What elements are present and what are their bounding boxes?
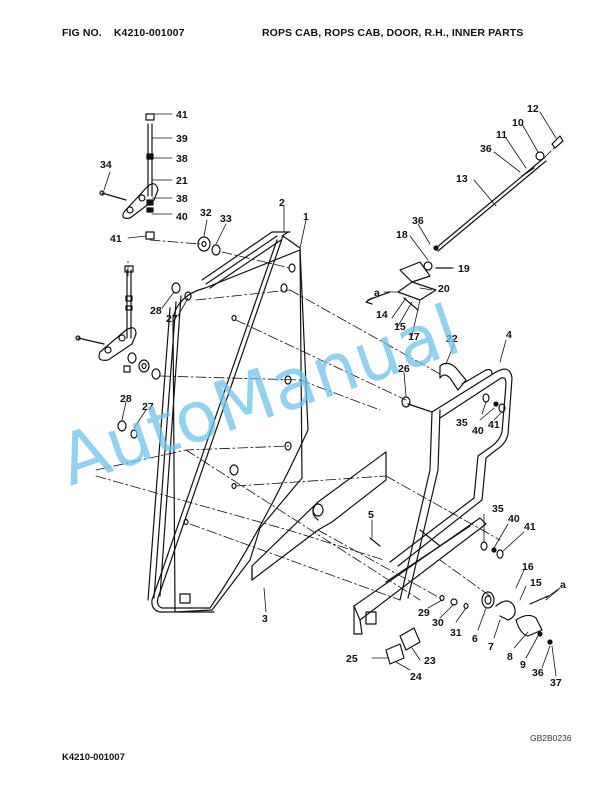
assembly-center-lines: [95, 145, 557, 601]
lower-plate-part: [251, 451, 387, 581]
callout-34: 34: [100, 159, 112, 171]
callout-9: 9: [520, 659, 526, 671]
callout-35: 35: [456, 417, 468, 429]
arrow-ref-a: a: [374, 287, 380, 299]
callout-4: 4: [506, 329, 512, 341]
callout-1: 1: [303, 211, 309, 223]
callout-19: 19: [458, 263, 470, 275]
callout-8: 8: [507, 651, 513, 663]
callout-40: 40: [472, 425, 484, 437]
footer-figure-code: K4210-001007: [62, 752, 125, 763]
callout-41: 41: [176, 109, 188, 121]
callout-36: 36: [412, 215, 424, 227]
callout-3: 3: [262, 613, 268, 625]
callout-38: 38: [176, 153, 188, 165]
callout-30: 30: [432, 617, 444, 629]
callout-10: 10: [512, 117, 524, 129]
callout-35: 35: [492, 503, 504, 515]
door-frame-part: [353, 362, 513, 635]
callout-38: 38: [176, 193, 188, 205]
fig-number: K4210-001007: [113, 27, 185, 39]
upper-hinge-part: [99, 113, 159, 240]
callout-33: 33: [220, 213, 232, 225]
callout-12: 12: [527, 103, 539, 115]
callout-25: 25: [346, 653, 358, 665]
arrow-ref-a: a: [560, 579, 566, 591]
callout-11: 11: [496, 129, 507, 141]
callout-5: 5: [368, 509, 374, 521]
callout-41: 41: [110, 233, 122, 245]
callout-28: 28: [120, 393, 132, 405]
callout-20: 20: [438, 283, 450, 295]
callout-22: 22: [446, 333, 458, 345]
callout-18: 18: [396, 229, 408, 241]
callout-26: 26: [398, 363, 410, 375]
callout-16: 16: [522, 561, 534, 573]
callout-41: 41: [524, 521, 536, 533]
figure-number-heading: FIG NO. K4210-001007: [62, 27, 185, 39]
callout-28: 28: [150, 305, 162, 317]
callout-39: 39: [176, 133, 188, 145]
callout-37: 37: [550, 677, 562, 689]
callout-32: 32: [200, 207, 212, 219]
callout-2: 2: [279, 197, 285, 209]
callout-leader-lines: [103, 111, 561, 677]
fig-label: FIG NO.: [62, 27, 102, 39]
callout-15: 15: [394, 321, 406, 333]
watermark-text: AutoManual: [49, 289, 470, 502]
door-rod-assembly: [365, 135, 564, 311]
callout-numbers: 41 39 38 34 21 38 40 41 32 33 2 1 28 27 …: [100, 103, 566, 689]
page-title: ROPS CAB, ROPS CAB, DOOR, R.H., INNER PA…: [262, 27, 524, 39]
callout-41: 41: [488, 419, 500, 431]
callout-40: 40: [508, 513, 520, 525]
callout-6: 6: [472, 633, 478, 645]
callout-40: 40: [176, 211, 188, 223]
drawing-code: GB2B0236: [530, 733, 572, 743]
grommet-washers: [117, 236, 221, 439]
callout-29: 29: [418, 607, 430, 619]
callout-7: 7: [488, 641, 494, 653]
callout-14: 14: [376, 309, 388, 321]
callout-17: 17: [408, 331, 420, 343]
callout-21: 21: [176, 175, 188, 187]
callout-36: 36: [480, 143, 492, 155]
lower-hinge-part: [75, 265, 161, 380]
callout-27: 27: [142, 401, 154, 413]
callout-23: 23: [424, 655, 436, 667]
callout-24: 24: [410, 671, 422, 683]
latch-parts: [369, 537, 553, 665]
callout-15: 15: [530, 577, 542, 589]
callout-36: 36: [532, 667, 544, 679]
callout-31: 31: [450, 627, 462, 639]
callout-27: 27: [166, 313, 178, 325]
callout-13: 13: [456, 173, 468, 185]
